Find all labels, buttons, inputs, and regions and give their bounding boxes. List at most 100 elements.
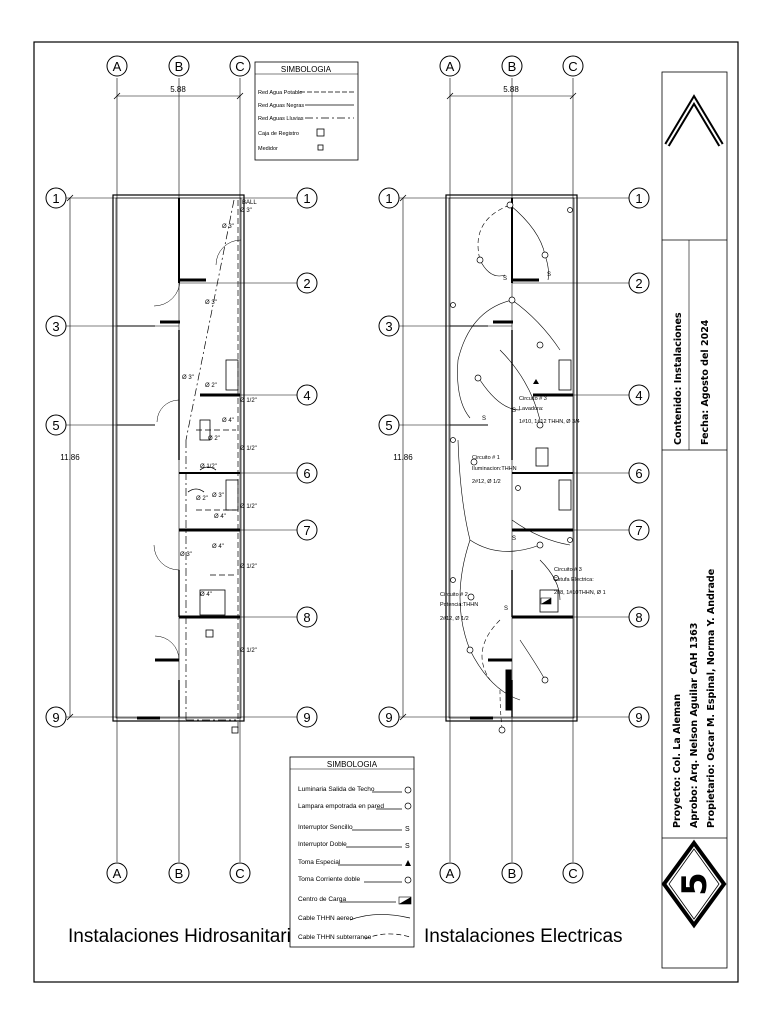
grid-bubble-7: 7 [628, 519, 650, 541]
legend-item-luminaria: Luminaria Salida de Techo [298, 786, 375, 793]
grid-bubble-9-right: 9 [296, 706, 318, 728]
svg-text:B: B [508, 866, 517, 881]
svg-text:9: 9 [635, 710, 642, 725]
width-dimension-label: 5.88 [170, 85, 186, 94]
svg-text:C: C [568, 866, 577, 881]
svg-text:Ø 1/2": Ø 1/2" [200, 464, 217, 470]
svg-text:Ø 1/2": Ø 1/2" [240, 564, 257, 570]
approver-label: Aprobo: Arq. Nelson Aguilar CAH 1363 [689, 623, 700, 828]
outlet-icon [450, 302, 456, 308]
legend-item-aguas-negras: Red Aguas Negras [258, 103, 304, 109]
elec-symbols [450, 201, 573, 734]
grid-bubble-b-top: B [168, 55, 190, 77]
house-logo-icon [664, 94, 724, 147]
switch-legend-icon: S [405, 826, 410, 833]
grid-bubble-a-bottom: A [106, 862, 128, 884]
svg-text:5: 5 [385, 418, 392, 433]
grid-bubble-3: 3 [378, 315, 400, 337]
wall-lamp-legend-icon [404, 802, 412, 810]
date-label: Fecha: Agosto del 2024 [700, 319, 711, 445]
svg-text:1: 1 [385, 191, 392, 206]
svg-text:Ø 4": Ø 4" [222, 418, 234, 424]
grid-bubble-6: 6 [296, 462, 318, 484]
sheet-number: 5 [675, 872, 715, 896]
luminaire-icon [470, 458, 478, 466]
elec-plan-title: Instalaciones Electricas [424, 926, 623, 947]
grid-bubble-4: 4 [628, 384, 650, 406]
svg-text:9: 9 [52, 710, 59, 725]
luminaire-icon [474, 374, 482, 382]
grid-bubble-b-top: B [501, 55, 523, 77]
outlet-icon [567, 207, 573, 213]
svg-text:Ø 2": Ø 2" [196, 496, 208, 502]
svg-text:3: 3 [52, 319, 59, 334]
grid-bubble-1-right: 1 [296, 187, 318, 209]
load-center-icon [540, 597, 552, 605]
svg-text:9: 9 [385, 710, 392, 725]
grid-bubble-c-top: C [229, 55, 251, 77]
svg-text:Estufa Electrica:: Estufa Electrica: [554, 577, 594, 583]
svg-text:Ø 4": Ø 4" [212, 544, 224, 550]
outlet-icon [553, 575, 559, 581]
svg-text:S: S [504, 606, 508, 612]
luminaire-icon [506, 201, 514, 209]
special-outlet-legend-icon [405, 860, 411, 866]
legend-item-medidor: Medidor [258, 146, 278, 152]
grid-bubble-5: 5 [378, 414, 400, 436]
load-center-legend-icon [398, 896, 412, 905]
underground-cable-legend-icon [364, 933, 411, 940]
grid-bubble-6: 6 [628, 462, 650, 484]
svg-text:C: C [568, 59, 577, 74]
grid-bubble-4: 4 [296, 384, 318, 406]
svg-text:7: 7 [635, 523, 642, 538]
svg-text:A: A [113, 866, 122, 881]
elec-plan: A B C A B C 5.88 11.86 1 1 2 3 4 5 6 7 8… [378, 55, 650, 947]
grid-bubble-a-top: A [439, 55, 461, 77]
grid-bubble-7: 7 [296, 519, 318, 541]
svg-text:S: S [547, 272, 551, 278]
project-label: Proyecto: Col. La Aleman [672, 694, 683, 828]
grid-bubble-c-bottom: C [229, 862, 251, 884]
luminaire-icon [467, 593, 475, 601]
legend-item-aguas-lluvias: Red Aguas Lluvias [258, 116, 304, 122]
svg-text:C: C [235, 59, 244, 74]
svg-text:Ø 3": Ø 3" [205, 300, 217, 306]
svg-text:Ø 4": Ø 4" [200, 592, 212, 598]
luminaire-legend-icon [404, 786, 412, 794]
svg-text:Potencia:THHN: Potencia:THHN [440, 602, 478, 608]
grid-bubble-a-bottom: A [439, 862, 461, 884]
svg-text:Ø 3": Ø 3" [222, 224, 234, 230]
content-label: Contenido: Instalaciones [673, 312, 684, 445]
legend-item-centro-carga: Centro de Carga [298, 896, 346, 903]
grid-bubble-9-left: 9 [45, 706, 67, 728]
luminaire-icon [536, 541, 544, 549]
svg-text:4: 4 [635, 388, 642, 403]
grid-bubble-9-right: 9 [628, 706, 650, 728]
circuit-label-iluminacion: Circuito # 1 Iluminacion:THHN 2#12, Ø 1/… [472, 455, 517, 485]
grid-bubble-8: 8 [296, 606, 318, 628]
svg-text:Ø 4": Ø 4" [214, 514, 226, 520]
hydro-pipes [185, 199, 239, 734]
svg-text:C: C [235, 866, 244, 881]
svg-text:Circuito # 3: Circuito # 3 [519, 396, 547, 402]
sheet-border [33, 41, 739, 983]
hydro-legend: SIMBOLOGIA Red Agua Potable Red Aguas Ne… [254, 61, 359, 161]
height-dimension-label: 11.86 [60, 453, 80, 462]
hydro-plan-title: Instalaciones Hidrosanitarias [68, 926, 311, 947]
owner-label: Propietario: Oscar M. Espinal, Norma Y. … [706, 569, 717, 828]
svg-text:7: 7 [303, 523, 310, 538]
circuit-label-estufa: Circuito # 3 Estufa Electrica: 2#8, 1#10… [554, 567, 606, 596]
meter-legend-icon [317, 144, 324, 151]
svg-text:Ø 2": Ø 2" [208, 436, 220, 442]
sheet-number-badge: 5 [661, 839, 727, 929]
svg-text:9: 9 [303, 710, 310, 725]
elec-legend-title: SIMBOLOGIA [327, 760, 378, 769]
luminaire-icon [541, 251, 549, 259]
svg-text:A: A [446, 866, 455, 881]
luminaire-icon [508, 296, 516, 304]
grid-bubble-8: 8 [628, 606, 650, 628]
luminaire-icon [536, 341, 544, 349]
svg-text:1: 1 [52, 191, 59, 206]
grid-bubble-9-left: 9 [378, 706, 400, 728]
svg-text:Ø 2": Ø 2" [205, 383, 217, 389]
